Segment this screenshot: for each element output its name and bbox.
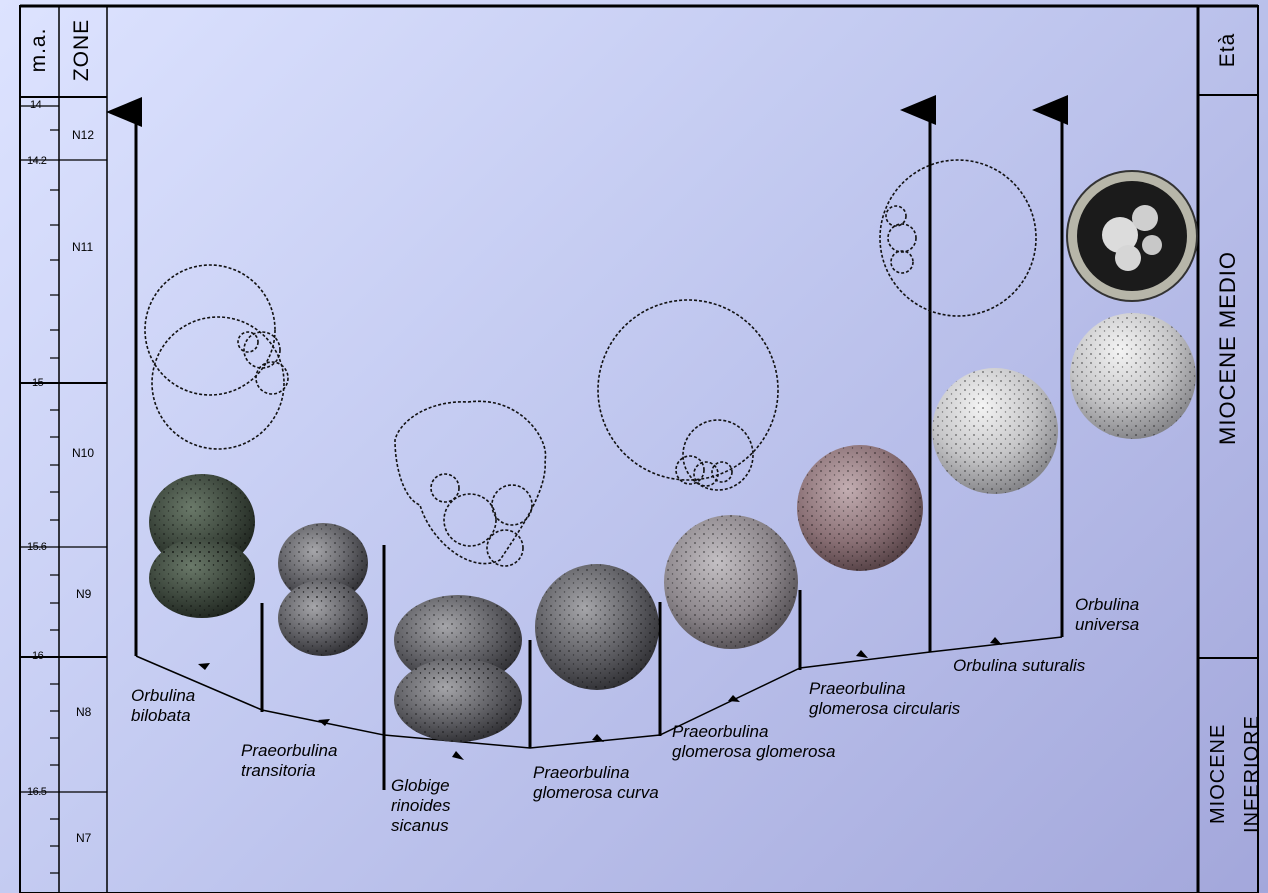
zone-n11: N11 bbox=[72, 240, 93, 254]
zone-n10: N10 bbox=[72, 446, 94, 460]
tick-16-5: 16.5 bbox=[27, 786, 46, 798]
fossil-universa-section bbox=[1067, 171, 1197, 301]
tick-14-2: 14.2 bbox=[27, 155, 46, 167]
zone-n8: N8 bbox=[76, 705, 91, 719]
epoch-miocene-inferiore-line1: MIOCENE bbox=[1207, 724, 1229, 824]
fossil-transitoria bbox=[278, 523, 368, 656]
fossil-glomerosa-curva bbox=[535, 564, 659, 690]
fossil-universa bbox=[1070, 313, 1196, 439]
epoch-miocene-medio: MIOCENE MEDIO bbox=[1215, 248, 1241, 448]
section-glomerosa bbox=[598, 300, 778, 480]
ma-header: m.a. bbox=[27, 25, 51, 75]
label-orbulina-suturalis: Orbulina suturalis bbox=[953, 656, 1085, 676]
fossil-sicanus bbox=[394, 595, 522, 742]
zone-n12: N12 bbox=[72, 128, 94, 142]
scale-ticks bbox=[20, 106, 107, 873]
fossil-bilobata bbox=[149, 474, 255, 618]
zone-header: ZONE bbox=[70, 18, 94, 82]
section-sicanus bbox=[395, 401, 546, 563]
eta-header: Età bbox=[1216, 30, 1240, 70]
zone-n7: N7 bbox=[76, 831, 91, 845]
fossil-glomerosa-circularis bbox=[797, 445, 923, 571]
epoch-miocene-inferiore-line2: INFERIORE bbox=[1241, 714, 1263, 834]
tick-15: 15 bbox=[32, 377, 43, 389]
tick-14: 14 bbox=[30, 99, 41, 111]
zone-n9: N9 bbox=[76, 587, 91, 601]
fossil-glomerosa-glomerosa bbox=[664, 515, 798, 649]
tick-15-6: 15.6 bbox=[27, 541, 46, 553]
tick-16: 16 bbox=[32, 650, 43, 662]
section-suturalis bbox=[880, 160, 1036, 316]
fossil-suturalis bbox=[932, 368, 1058, 494]
outer-frame bbox=[20, 6, 1258, 893]
